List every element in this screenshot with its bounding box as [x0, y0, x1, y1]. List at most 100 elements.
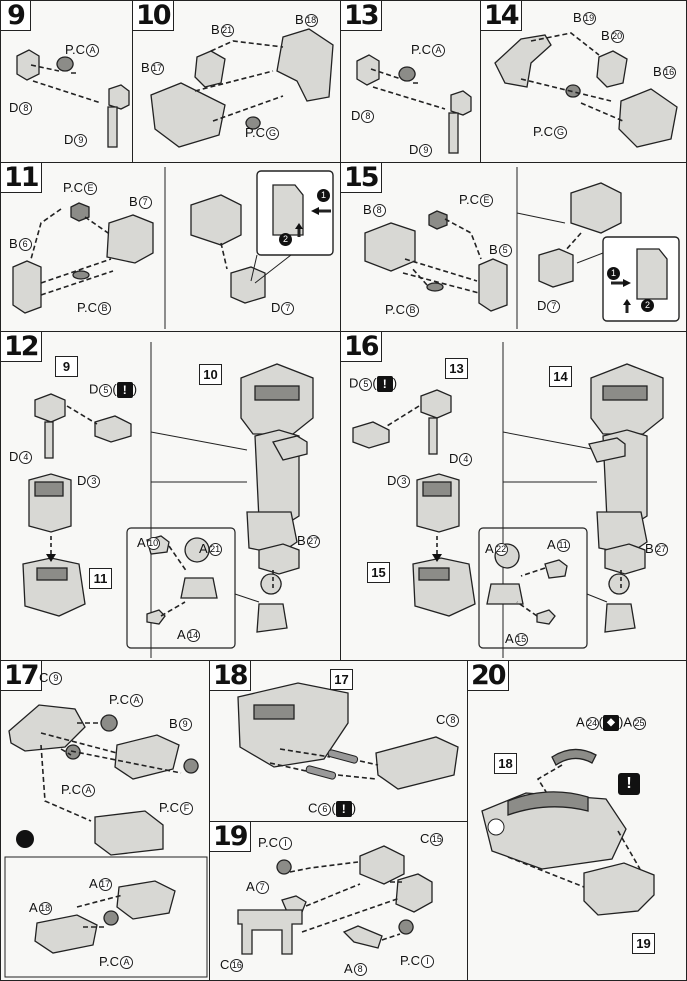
- step-number: 10: [133, 1, 174, 31]
- ref-step-9: 9: [55, 356, 78, 377]
- step-20-drawing: [481, 748, 655, 916]
- step-16-drawing: [352, 342, 664, 658]
- step-number: 12: [1, 332, 42, 362]
- step-number: 9: [1, 1, 31, 31]
- ref-step-18: 18: [494, 753, 517, 774]
- ref-step-11: 11: [89, 568, 112, 589]
- step-13-drawing: [356, 54, 472, 154]
- step-number: 18: [210, 661, 251, 691]
- ref-step-15: 15: [367, 562, 390, 583]
- step-2-marker: 2: [279, 233, 292, 246]
- caution-icon: !: [618, 773, 640, 795]
- ref-step-19: 19: [632, 933, 655, 954]
- step-number: 20: [468, 661, 509, 691]
- step-number: 11: [1, 163, 42, 193]
- step-18-drawing: [237, 682, 459, 790]
- step-14-drawing: [494, 32, 678, 148]
- swap-icon: ◆: [603, 715, 620, 731]
- step-12-drawing: [22, 342, 314, 658]
- step-10-drawing: [150, 28, 334, 148]
- step-number: 17: [1, 661, 42, 691]
- step-9-drawing: [16, 49, 130, 148]
- step-1-marker: 1: [317, 189, 330, 202]
- step-15-drawing: [364, 167, 680, 329]
- ref-step-10: 10: [199, 364, 222, 385]
- step-number: 16: [341, 332, 382, 362]
- step-number: 15: [341, 163, 382, 193]
- step-19-drawing: [237, 845, 433, 955]
- ref-step-14: 14: [549, 366, 572, 387]
- ref-step-13: 13: [445, 358, 468, 379]
- step-11-drawing: [12, 167, 334, 329]
- step-2-marker: 2: [641, 299, 654, 312]
- step-number: 14: [481, 1, 522, 31]
- step-17-drawing: [4, 704, 208, 978]
- step-number: 19: [210, 822, 251, 852]
- step-number: 13: [341, 1, 382, 31]
- step-1-marker: 1: [607, 267, 620, 280]
